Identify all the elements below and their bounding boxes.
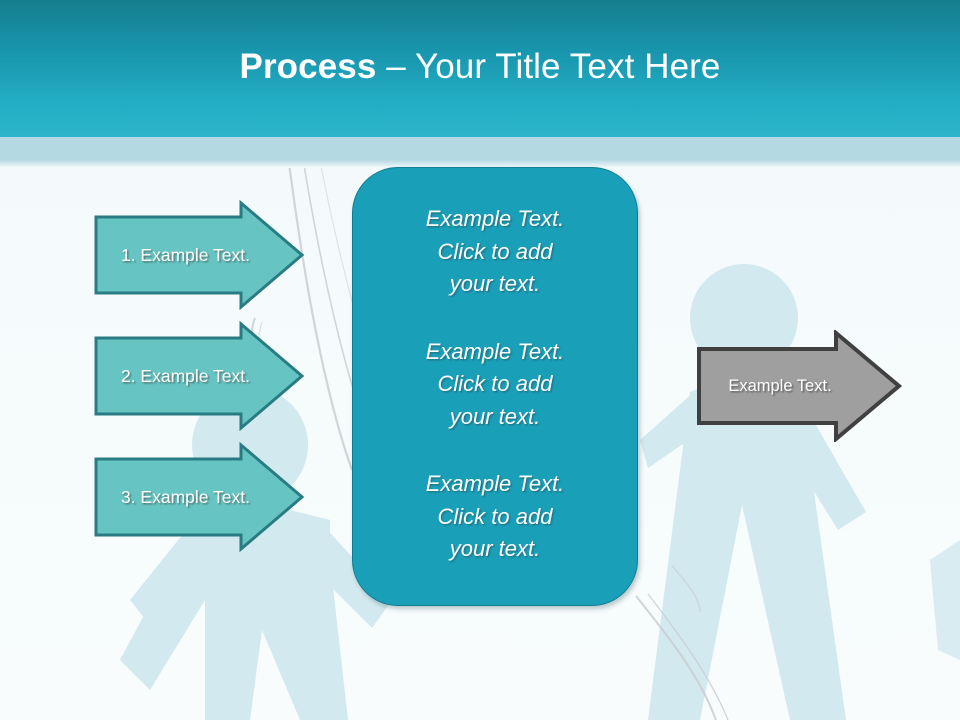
result-arrow-shape — [697, 330, 902, 442]
step-arrow-2[interactable]: 2. Example Text. — [93, 321, 305, 431]
center-panel-block-2: Example Text. Click to add your text. — [425, 338, 565, 429]
step-arrow-1[interactable]: 1. Example Text. — [93, 200, 305, 310]
step-arrow-shape — [94, 321, 305, 431]
figure-silhouette-edge — [930, 540, 960, 660]
result-arrow-label: Example Text. — [728, 376, 832, 395]
header-band — [0, 0, 960, 137]
center-content-panel[interactable]: Example Text. Click to add your text. Ex… — [352, 167, 638, 606]
step-arrow-shape — [94, 442, 305, 552]
header-accent-fade — [0, 160, 960, 168]
step-arrow-2-label: 2. Example Text. — [120, 366, 251, 386]
step-arrow-1-label: 1. Example Text. — [120, 245, 251, 265]
result-arrow[interactable]: Example Text. — [696, 330, 902, 442]
page-title-rest: – Your Title Text Here — [376, 47, 721, 86]
center-panel-block-3: Example Text. Click to add your text. — [425, 471, 565, 562]
center-panel-block-1: Example Text. Click to add your text. — [425, 206, 565, 297]
page-title-strong: Process — [239, 47, 377, 86]
step-arrow-shape — [94, 200, 305, 310]
step-arrow-3-label: 3. Example Text. — [120, 487, 251, 507]
page-title: Process – Your Title Text Here — [0, 46, 960, 88]
step-arrow-3[interactable]: 3. Example Text. — [93, 442, 305, 552]
